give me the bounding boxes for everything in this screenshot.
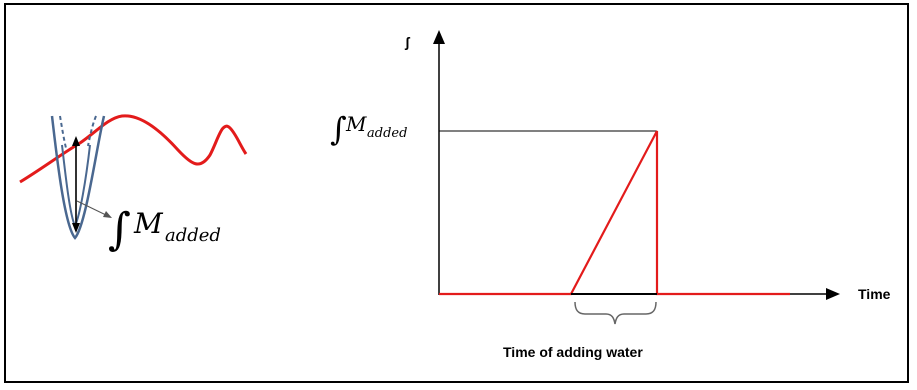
x-axis-arrowhead	[826, 288, 840, 300]
interval-bracket	[575, 302, 656, 324]
mass-variable: M	[133, 207, 164, 240]
level-mass-variable: M	[345, 112, 367, 136]
pointer-line	[77, 201, 108, 216]
right-panel: ʃ Time ∫ M added Time of adding water	[330, 30, 891, 360]
integral-symbol: ∫	[108, 204, 131, 255]
x-axis-label: Time	[858, 286, 891, 302]
level-mass-subscript: added	[367, 126, 407, 141]
level-integral-symbol: ∫	[330, 110, 347, 148]
left-panel: ∫ M added	[20, 116, 246, 255]
y-axis-label: ʃ	[404, 34, 411, 50]
arrow-up-head	[72, 136, 80, 146]
accumulated-mass-curve	[439, 131, 790, 294]
mass-subscript: added	[165, 225, 221, 246]
y-axis-arrowhead	[433, 30, 445, 44]
bracket-label: Time of adding water	[503, 344, 643, 360]
